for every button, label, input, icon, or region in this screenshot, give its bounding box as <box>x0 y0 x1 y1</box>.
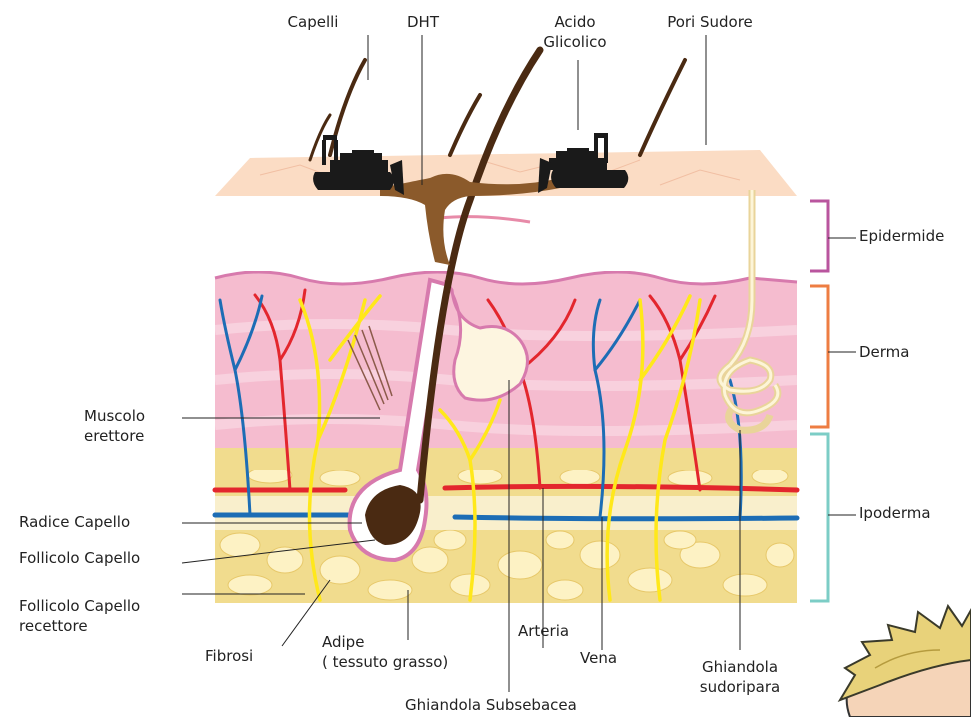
label-radice-capello: Radice Capello <box>19 512 130 532</box>
label-vena: Vena <box>580 648 617 668</box>
ipoderma-bracket <box>810 434 828 601</box>
label-follicolo-recettore: Follicolo Capello recettore <box>19 596 140 636</box>
derma-bracket <box>810 286 828 427</box>
label-pori-sudore: Pori Sudore <box>667 12 753 32</box>
label-follicolo-capello: Follicolo Capello <box>19 548 140 568</box>
label-epidermide: Epidermide <box>859 226 944 246</box>
cartoon-character <box>840 606 971 717</box>
label-fibrosi: Fibrosi <box>205 646 253 666</box>
hypodermis-layer <box>215 462 797 603</box>
label-ghiandola-sudoripara: Ghiandola sudoripara <box>700 657 780 697</box>
label-acido-glicolico: Acido Glicolico <box>543 12 606 52</box>
label-derma: Derma <box>859 342 910 362</box>
label-dht: DHT <box>407 12 439 32</box>
label-capelli: Capelli <box>288 12 339 32</box>
label-ipoderma: Ipoderma <box>859 503 931 523</box>
label-ghiandola-subsebacea: Ghiandola Subsebacea <box>405 695 577 715</box>
label-arteria: Arteria <box>518 621 569 641</box>
label-muscolo-erettore: Muscolo erettore <box>84 406 145 446</box>
vein-right <box>455 517 797 519</box>
epidermis-bracket <box>810 201 828 271</box>
label-adipe: Adipe ( tessuto grasso) <box>322 632 448 672</box>
